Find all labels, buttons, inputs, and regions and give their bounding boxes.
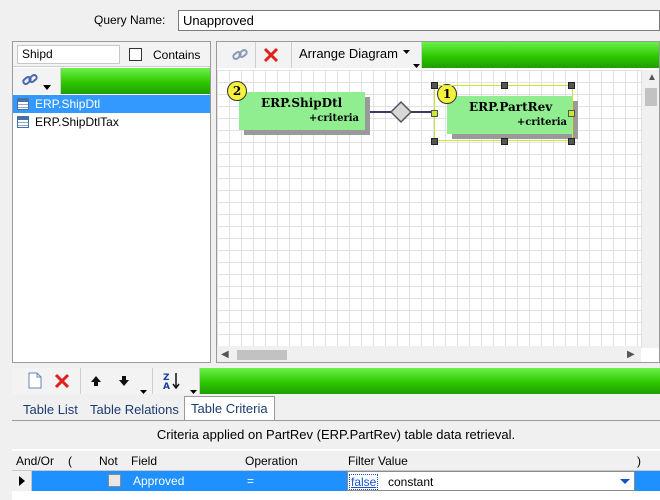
table-browser-panel: Shipd Contains ERP.ShipDtl ERP.ShipDtlTa… <box>12 41 211 363</box>
table-number-badge: 1 <box>437 84 457 104</box>
column-header-field[interactable]: Field <box>131 454 158 468</box>
table-number-badge: 2 <box>227 81 247 101</box>
table-list-item-label: ERP.ShipDtl <box>35 97 101 111</box>
filter-type-text: constant <box>388 475 434 489</box>
scroll-thumb[interactable] <box>645 88 657 106</box>
criteria-grid-header: And/Or ( Not Field Operation Filter Valu… <box>12 451 660 471</box>
chevron-down-icon[interactable] <box>140 384 147 398</box>
sort-icon[interactable]: Z A <box>162 371 182 394</box>
svg-text:A: A <box>163 382 170 391</box>
move-down-icon[interactable] <box>118 375 130 390</box>
column-header-close-paren[interactable]: ) <box>637 454 641 468</box>
red-x-icon[interactable] <box>263 47 279 66</box>
resize-handle[interactable] <box>501 82 508 89</box>
tab-table-relations[interactable]: Table Relations <box>90 402 179 417</box>
diagram-table-name: ERP.ShipDtl <box>261 96 343 110</box>
tab-table-list[interactable]: Table List <box>23 402 78 417</box>
vertical-scrollbar[interactable]: ▲ <box>641 70 659 348</box>
table-list-item[interactable]: ERP.ShipDtlTax <box>13 113 210 131</box>
query-name-input[interactable]: Unapproved <box>178 10 660 31</box>
diagram-panel: Arrange Diagram ERP.ShipDtl +criteria 2 … <box>216 41 660 363</box>
criteria-caption: Criteria applied on PartRev (ERP.PartRev… <box>12 421 660 449</box>
link-icon[interactable] <box>231 46 249 67</box>
arrange-diagram-label: Arrange Diagram <box>299 46 398 61</box>
diagram-table-name: ERP.PartRev <box>469 100 553 114</box>
resize-handle[interactable] <box>431 110 438 117</box>
table-list-item-label: ERP.ShipDtlTax <box>35 115 119 129</box>
row-indicator-icon[interactable] <box>12 471 32 491</box>
scroll-thumb[interactable] <box>237 350 287 360</box>
table-icon <box>17 116 29 128</box>
chevron-down-icon[interactable] <box>616 474 634 490</box>
criteria-toolbar: Z A <box>12 368 660 394</box>
resize-handle[interactable] <box>568 110 575 117</box>
resize-handle[interactable] <box>431 82 438 89</box>
contains-checkbox[interactable] <box>129 48 142 61</box>
svg-text:Z: Z <box>163 373 170 383</box>
diagram-toolbar: Arrange Diagram <box>217 42 659 68</box>
contains-label: Contains <box>153 48 201 62</box>
move-up-icon[interactable] <box>90 375 102 390</box>
table-list-item[interactable]: ERP.ShipDtl <box>13 95 210 113</box>
chevron-down-icon[interactable] <box>43 80 51 94</box>
criteria-link[interactable]: +criteria <box>516 117 567 128</box>
chevron-down-icon[interactable] <box>413 58 420 72</box>
table-browser-toolbar <box>13 68 210 94</box>
scroll-up-icon[interactable]: ▲ <box>647 72 657 83</box>
toolbar-divider <box>255 42 256 68</box>
diagram-table-partrev[interactable]: ERP.PartRev +criteria <box>447 96 573 134</box>
diagram-table-shipdtl[interactable]: ERP.ShipDtl +criteria <box>239 92 365 130</box>
table-icon <box>17 98 29 110</box>
resize-handle[interactable] <box>568 138 575 145</box>
chevron-down-icon[interactable] <box>190 384 197 398</box>
toolbar-divider <box>152 368 153 394</box>
scroll-right-icon[interactable]: ▶ <box>627 349 635 360</box>
tab-table-criteria[interactable]: Table Criteria <box>184 396 275 420</box>
toolbar-divider <box>291 42 292 68</box>
scroll-left-icon[interactable]: ◀ <box>221 349 229 360</box>
arrange-diagram-button[interactable]: Arrange Diagram <box>299 46 410 61</box>
column-header-operation[interactable]: Operation <box>245 454 298 468</box>
cell-operation[interactable]: = <box>247 474 255 488</box>
table-search-input[interactable]: Shipd <box>17 45 120 64</box>
table-search-bar: Shipd Contains <box>13 42 210 67</box>
filter-value-editor[interactable]: false constant <box>347 471 635 491</box>
diagram-canvas[interactable]: ERP.ShipDtl +criteria 2 ERP.PartRev +cri… <box>217 70 641 348</box>
criteria-grid-area: Criteria applied on PartRev (ERP.PartRev… <box>12 420 660 500</box>
resize-handle[interactable] <box>568 82 575 89</box>
horizontal-scrollbar[interactable]: ◀ ▶ <box>217 346 641 362</box>
filter-value-text[interactable]: false <box>349 474 379 490</box>
link-icon[interactable] <box>21 71 39 92</box>
criteria-link[interactable]: +criteria <box>308 113 359 124</box>
not-checkbox[interactable] <box>108 474 121 487</box>
resize-handle[interactable] <box>501 138 508 145</box>
column-header-open-paren[interactable]: ( <box>68 454 72 468</box>
column-header-not[interactable]: Not <box>99 454 118 468</box>
delete-icon[interactable] <box>54 373 70 392</box>
chevron-down-icon <box>402 50 410 54</box>
cell-field[interactable]: Approved <box>133 474 185 488</box>
toolbar-divider <box>80 368 81 394</box>
resize-handle[interactable] <box>431 138 438 145</box>
new-icon[interactable] <box>28 372 42 392</box>
relation-connector[interactable] <box>217 70 641 348</box>
query-name-label: Query Name: <box>94 13 166 27</box>
selection-outline <box>434 85 573 141</box>
column-header-filter-value[interactable]: Filter Value <box>348 454 408 468</box>
column-header-and-or[interactable]: And/Or <box>16 454 55 468</box>
